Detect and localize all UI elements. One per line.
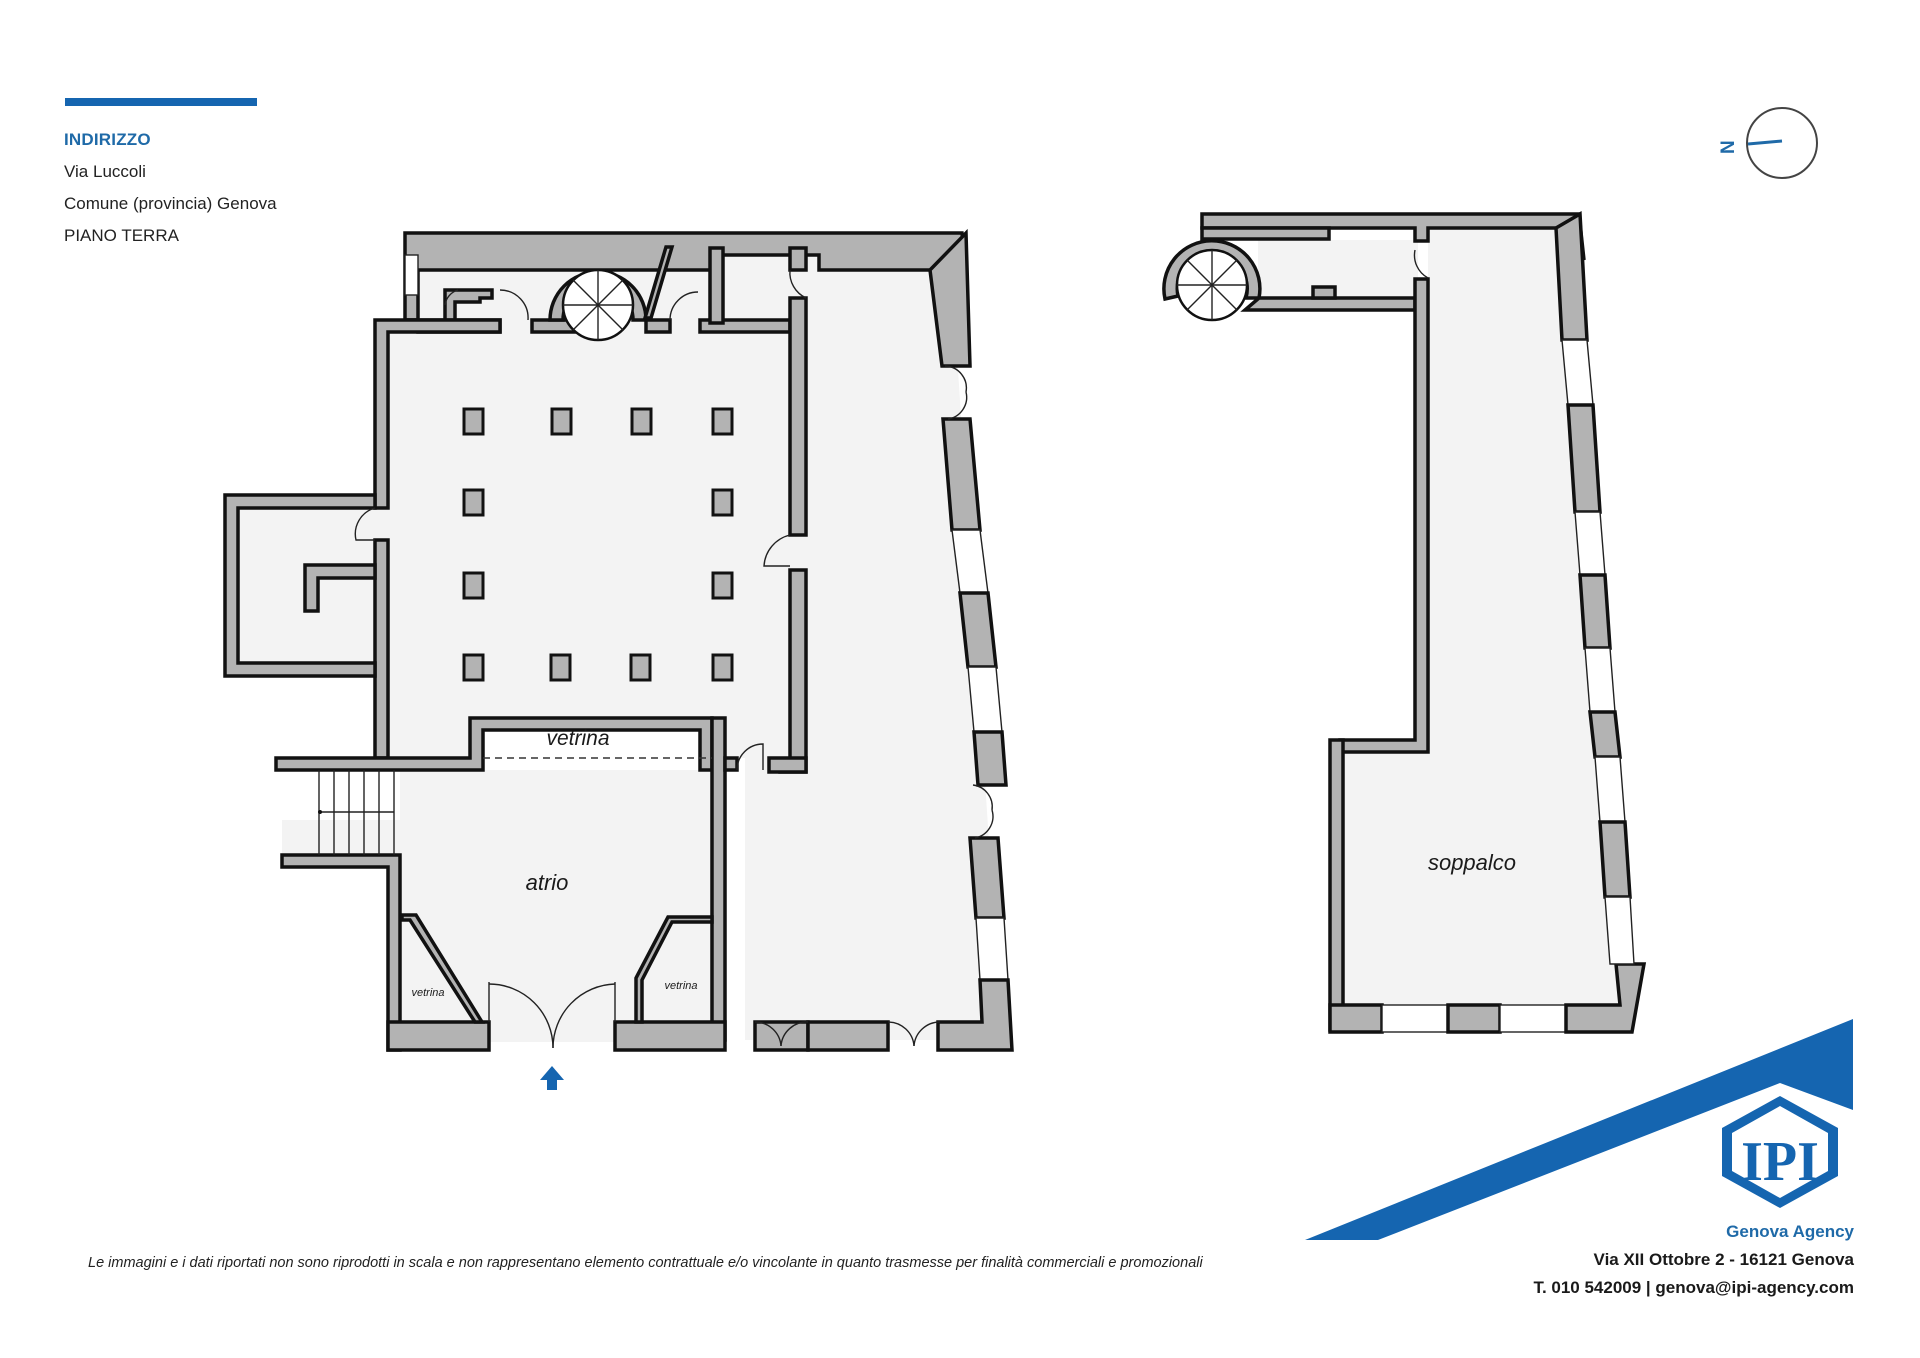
room-label-vetrina-right: vetrina xyxy=(664,980,697,992)
entrance-double-door-icon xyxy=(488,982,616,1049)
address-floor: PIANO TERRA xyxy=(64,226,179,245)
entrance-arrow-icon xyxy=(540,1066,564,1090)
north-compass-icon: N xyxy=(1718,107,1818,179)
agency-name: Genova Agency xyxy=(1726,1222,1854,1241)
address-heading: INDIRIZZO xyxy=(64,130,151,149)
address-street: Via Luccoli xyxy=(64,162,146,181)
room-label-soppalco: soppalco xyxy=(1428,850,1516,875)
ipi-logo-icon: IPI xyxy=(1722,1096,1838,1208)
pillars xyxy=(462,407,734,682)
address-municipality: Comune (provincia) Genova xyxy=(64,194,277,213)
agency-contact-block: Genova Agency Via XII Ottobre 2 - 16121 … xyxy=(1533,1218,1854,1302)
address-block: INDIRIZZO Via Luccoli Comune (provincia)… xyxy=(64,124,277,252)
mezzanine-plan: soppalco xyxy=(1162,211,1647,1034)
mezzanine-door-icon xyxy=(1413,249,1429,279)
header-accent-bar xyxy=(65,98,257,106)
bottom-doors-icon xyxy=(354,269,994,1047)
agency-contact[interactable]: T. 010 542009 | genova@ipi-agency.com xyxy=(1533,1278,1854,1297)
logo-text: IPI xyxy=(1741,1131,1819,1193)
room-label-vetrina-left: vetrina xyxy=(411,987,444,999)
room-label-vetrina-top: vetrina xyxy=(546,727,609,750)
ground-floor-plan: vetrina atrio vetrina vetrina xyxy=(223,228,1014,1090)
agency-address: Via XII Ottobre 2 - 16121 Genova xyxy=(1593,1250,1854,1269)
brand-swoosh xyxy=(1305,1019,1853,1240)
mezzanine-spiral-stair-icon xyxy=(1175,248,1249,322)
external-stairs-icon xyxy=(280,770,402,1052)
compass-north-label: N xyxy=(1718,140,1739,154)
room-label-atrio: atrio xyxy=(526,870,569,895)
disclaimer-text: Le immagini e i dati riportati non sono … xyxy=(88,1255,1203,1271)
spiral-stair-icon xyxy=(561,268,635,342)
